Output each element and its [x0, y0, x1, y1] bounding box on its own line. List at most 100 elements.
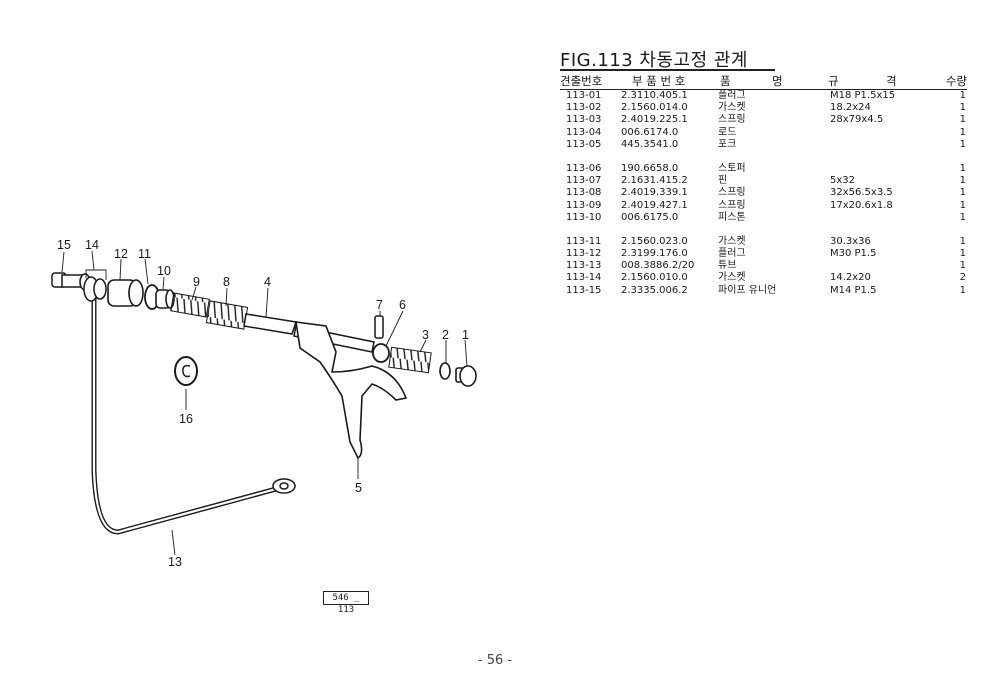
cell-part-name: 포크 — [718, 138, 737, 150]
cell-part-name: 스토퍼 — [718, 162, 746, 174]
cell-spec: 14.2x20 — [830, 272, 871, 284]
header-name-1: 품 — [720, 74, 731, 88]
part-14-union — [83, 276, 107, 302]
cell-qty: 1 — [959, 187, 966, 199]
callout-16: 16 — [179, 412, 193, 426]
cell-spec: M30 P1.5 — [830, 248, 877, 260]
cell-spec: 17x20.6x1.8 — [830, 199, 893, 211]
part-7-pin — [374, 315, 384, 339]
cell-qty: 1 — [959, 211, 966, 223]
cell-illustration-no: 113-09 — [566, 199, 602, 211]
cell-illustration-no: 113-13 — [566, 260, 602, 272]
cell-part-name: 피스톤 — [718, 211, 746, 223]
cell-part-no: 190.6658.0 — [621, 162, 679, 174]
cell-spec: M14 P1.5 — [830, 284, 877, 296]
header-part-no: 부 품 번 호 — [632, 74, 686, 88]
cell-part-no: 2.3335.006.2 — [621, 284, 688, 296]
cell-part-name: 플러그 — [718, 248, 746, 260]
header-spec-2: 격 — [886, 74, 897, 88]
cell-part-no: 2.3199.176.0 — [621, 248, 688, 260]
cell-part-name: 튜브 — [718, 260, 737, 272]
page-number: - 56 - — [477, 653, 513, 668]
cell-illustration-no: 113-08 — [566, 187, 602, 199]
group-gap — [566, 151, 966, 163]
cell-part-no: 2.1560.010.0 — [621, 272, 688, 284]
cell-illustration-no: 113-06 — [566, 162, 602, 174]
callout-3: 3 — [422, 328, 429, 342]
cell-spec: 18.2x24 — [830, 102, 871, 114]
part-13-banjo — [272, 478, 296, 494]
header-qty: 수량 — [945, 74, 967, 88]
cell-qty: 1 — [959, 162, 966, 174]
cell-qty: 1 — [959, 90, 966, 101]
cell-part-name: 스프링 — [718, 114, 746, 126]
part-12-plug — [107, 279, 144, 307]
part-16-gasket — [174, 356, 198, 386]
cell-illustration-no: 113-04 — [566, 126, 602, 138]
header-rule — [560, 89, 967, 90]
title-underline — [560, 69, 775, 71]
cell-part-no: 008.3886.2/20 — [621, 260, 695, 272]
cell-part-name: 가스켓 — [718, 102, 746, 114]
cell-part-no: 2.4019.339.1 — [621, 187, 688, 199]
header-illustration-no: 견출번호 — [560, 74, 603, 88]
cell-spec: 30.3x36 — [830, 235, 871, 247]
group-gap — [566, 224, 966, 236]
cell-illustration-no: 113-10 — [566, 211, 602, 223]
cell-illustration-no: 113-03 — [566, 114, 602, 126]
header-name-2: 명 — [772, 74, 783, 88]
callout-8: 8 — [223, 275, 230, 289]
cell-part-name: 로드 — [718, 126, 737, 138]
callout-10: 10 — [157, 264, 171, 278]
cell-qty: 1 — [959, 199, 966, 211]
cell-qty: 1 — [959, 284, 966, 296]
part-5-fork — [295, 321, 408, 460]
part-9-spring — [170, 292, 210, 318]
cell-part-no: 2.1560.014.0 — [621, 102, 688, 114]
cell-part-no: 2.3110.405.1 — [621, 90, 688, 101]
cell-illustration-no: 113-12 — [566, 248, 602, 260]
cell-qty: 1 — [959, 235, 966, 247]
cell-part-no: 2.1560.023.0 — [621, 235, 688, 247]
callout-5: 5 — [355, 481, 362, 495]
callout-4: 4 — [264, 275, 271, 289]
cell-qty: 1 — [959, 248, 966, 260]
cell-illustration-no: 113-14 — [566, 272, 602, 284]
part-8-spring — [205, 300, 249, 330]
cell-part-name: 가스켓 — [718, 235, 746, 247]
cell-part-no: 006.6175.0 — [621, 211, 679, 223]
figure-title: FIG.113 차동고정 관계 — [560, 50, 748, 71]
table-row: 113-06 190.6658.0 스토퍼 1 — [566, 163, 966, 175]
cell-part-name: 가스켓 — [718, 272, 746, 284]
cell-qty: 2 — [959, 272, 966, 284]
callout-6: 6 — [399, 298, 406, 312]
table-row: 113-14 2.1560.010.0 가스켓 14.2x20 2 — [566, 272, 966, 284]
callout-labels: 15 14 12 11 10 9 8 4 7 6 3 2 1 16 5 13 — [57, 238, 469, 569]
callout-1: 1 — [462, 328, 469, 342]
cell-qty: 1 — [959, 175, 966, 187]
cell-part-no: 2.4019.225.1 — [621, 114, 688, 126]
part-2-gasket — [439, 362, 451, 380]
part-1-plug — [455, 365, 477, 387]
callout-11: 11 — [138, 247, 151, 261]
cell-part-name: 스프링 — [718, 199, 746, 211]
cell-qty: 1 — [959, 114, 966, 126]
cell-illustration-no: 113-15 — [566, 284, 602, 296]
part-3-spring — [388, 346, 432, 374]
cell-part-no: 2.1631.415.2 — [621, 175, 688, 187]
cell-part-no: 445.3541.0 — [621, 138, 679, 150]
cell-part-name: 스프링 — [718, 187, 746, 199]
cell-illustration-no: 113-07 — [566, 175, 602, 187]
cell-illustration-no: 113-01 — [566, 90, 602, 101]
